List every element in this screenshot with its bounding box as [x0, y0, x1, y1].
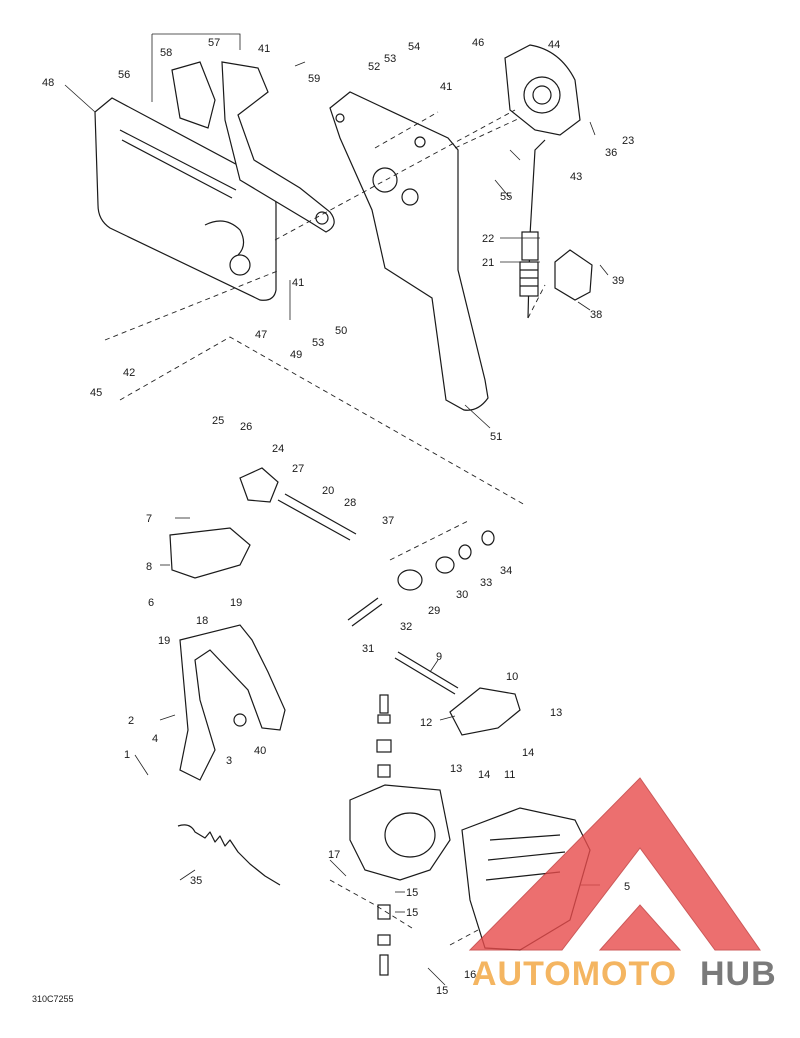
callout-30: 30 — [456, 589, 468, 601]
callout-29: 29 — [428, 605, 440, 617]
callout-15-a: 15 — [406, 887, 418, 899]
callout-27: 27 — [292, 463, 304, 475]
callout-14-right: 14 — [522, 747, 534, 759]
callout-56: 56 — [118, 69, 130, 81]
part-38-plate — [554, 249, 593, 301]
callout-1: 1 — [124, 749, 130, 761]
watermark-text-hub: HUB — [700, 955, 777, 993]
callout-25: 25 — [212, 415, 224, 427]
callout-41-mid: 41 — [292, 277, 304, 289]
callout-46: 46 — [472, 37, 484, 49]
callout-13-right: 13 — [550, 707, 562, 719]
callout-51: 51 — [490, 431, 502, 443]
callout-8: 8 — [146, 561, 152, 573]
callout-57: 57 — [208, 37, 220, 49]
callout-16: 16 — [464, 969, 476, 981]
callout-15-b: 15 — [406, 907, 418, 919]
callout-21: 21 — [482, 257, 494, 269]
callout-55: 55 — [500, 191, 512, 203]
callout-34: 34 — [500, 565, 512, 577]
callout-43: 43 — [570, 171, 582, 183]
callout-50: 50 — [335, 325, 347, 337]
part-30-bushing — [435, 556, 455, 574]
callout-3: 3 — [226, 755, 232, 767]
callout-54: 54 — [408, 41, 420, 53]
callout-10: 10 — [506, 671, 518, 683]
callout-17: 17 — [328, 849, 340, 861]
part-46-pulley-housing — [504, 44, 581, 136]
part-8-bracket — [169, 527, 251, 579]
callout-39: 39 — [612, 275, 624, 287]
callout-41-right: 41 — [440, 81, 452, 93]
callout-20: 20 — [322, 485, 334, 497]
part-9-rod — [394, 651, 459, 695]
callout-38: 38 — [590, 309, 602, 321]
callout-19-left: 19 — [158, 635, 170, 647]
callout-23: 23 — [622, 135, 634, 147]
callout-19-top: 19 — [230, 597, 242, 609]
callout-48: 48 — [42, 77, 54, 89]
callout-22: 22 — [482, 233, 494, 245]
callout-49: 49 — [290, 349, 302, 361]
callout-58: 58 — [160, 47, 172, 59]
callout-7: 7 — [146, 513, 152, 525]
callout-36: 36 — [605, 147, 617, 159]
callout-14-left: 14 — [478, 769, 490, 781]
part-2-arm-bracket — [179, 624, 286, 781]
part-58-lever — [171, 61, 216, 129]
callout-9: 9 — [436, 651, 442, 663]
callout-4: 4 — [152, 733, 158, 745]
callout-52: 52 — [368, 61, 380, 73]
callout-45: 45 — [90, 387, 102, 399]
lower-housing — [349, 784, 451, 881]
part-33-washer — [458, 544, 472, 560]
callout-37: 37 — [382, 515, 394, 527]
callout-41-top: 41 — [258, 43, 270, 55]
callout-5: 5 — [624, 881, 630, 893]
part-51-housing-plate — [329, 91, 489, 411]
callout-13-left: 13 — [450, 763, 462, 775]
part-24-hub — [239, 467, 279, 503]
callout-26: 26 — [240, 421, 252, 433]
callout-18: 18 — [196, 615, 208, 627]
part-35-spring — [177, 824, 281, 886]
watermark: AUTOMOTO HUB — [468, 777, 777, 993]
callout-33: 33 — [480, 577, 492, 589]
callout-labels: 48 56 58 57 41 59 52 53 54 41 46 44 23 3… — [32, 37, 634, 1004]
callout-12: 12 — [420, 717, 432, 729]
watermark-text-auto: AUTOMOTO — [472, 955, 677, 993]
callout-53-top: 53 — [384, 53, 396, 65]
watermark-logo-icon — [468, 777, 761, 951]
part-34-nut — [481, 530, 495, 546]
callout-31: 31 — [362, 643, 374, 655]
callout-32: 32 — [400, 621, 412, 633]
callout-11: 11 — [504, 769, 515, 781]
part-31-bolt — [347, 597, 383, 627]
callout-28: 28 — [344, 497, 356, 509]
callout-6: 6 — [148, 597, 154, 609]
callout-44: 44 — [548, 39, 560, 51]
callout-35: 35 — [190, 875, 202, 887]
part-20-shaft — [277, 493, 357, 541]
callout-2: 2 — [128, 715, 134, 727]
callout-15-c: 15 — [436, 985, 448, 997]
callout-24: 24 — [272, 443, 284, 455]
callout-42: 42 — [123, 367, 135, 379]
part-12-bracket — [449, 687, 521, 736]
callout-47: 47 — [255, 329, 267, 341]
part-29-bushing — [397, 569, 423, 591]
callout-40: 40 — [254, 745, 266, 757]
callout-59: 59 — [308, 73, 320, 85]
part-57-bracket — [221, 61, 335, 233]
diagram-code: 310C7255 — [32, 994, 74, 1004]
callout-53-mid: 53 — [312, 337, 324, 349]
